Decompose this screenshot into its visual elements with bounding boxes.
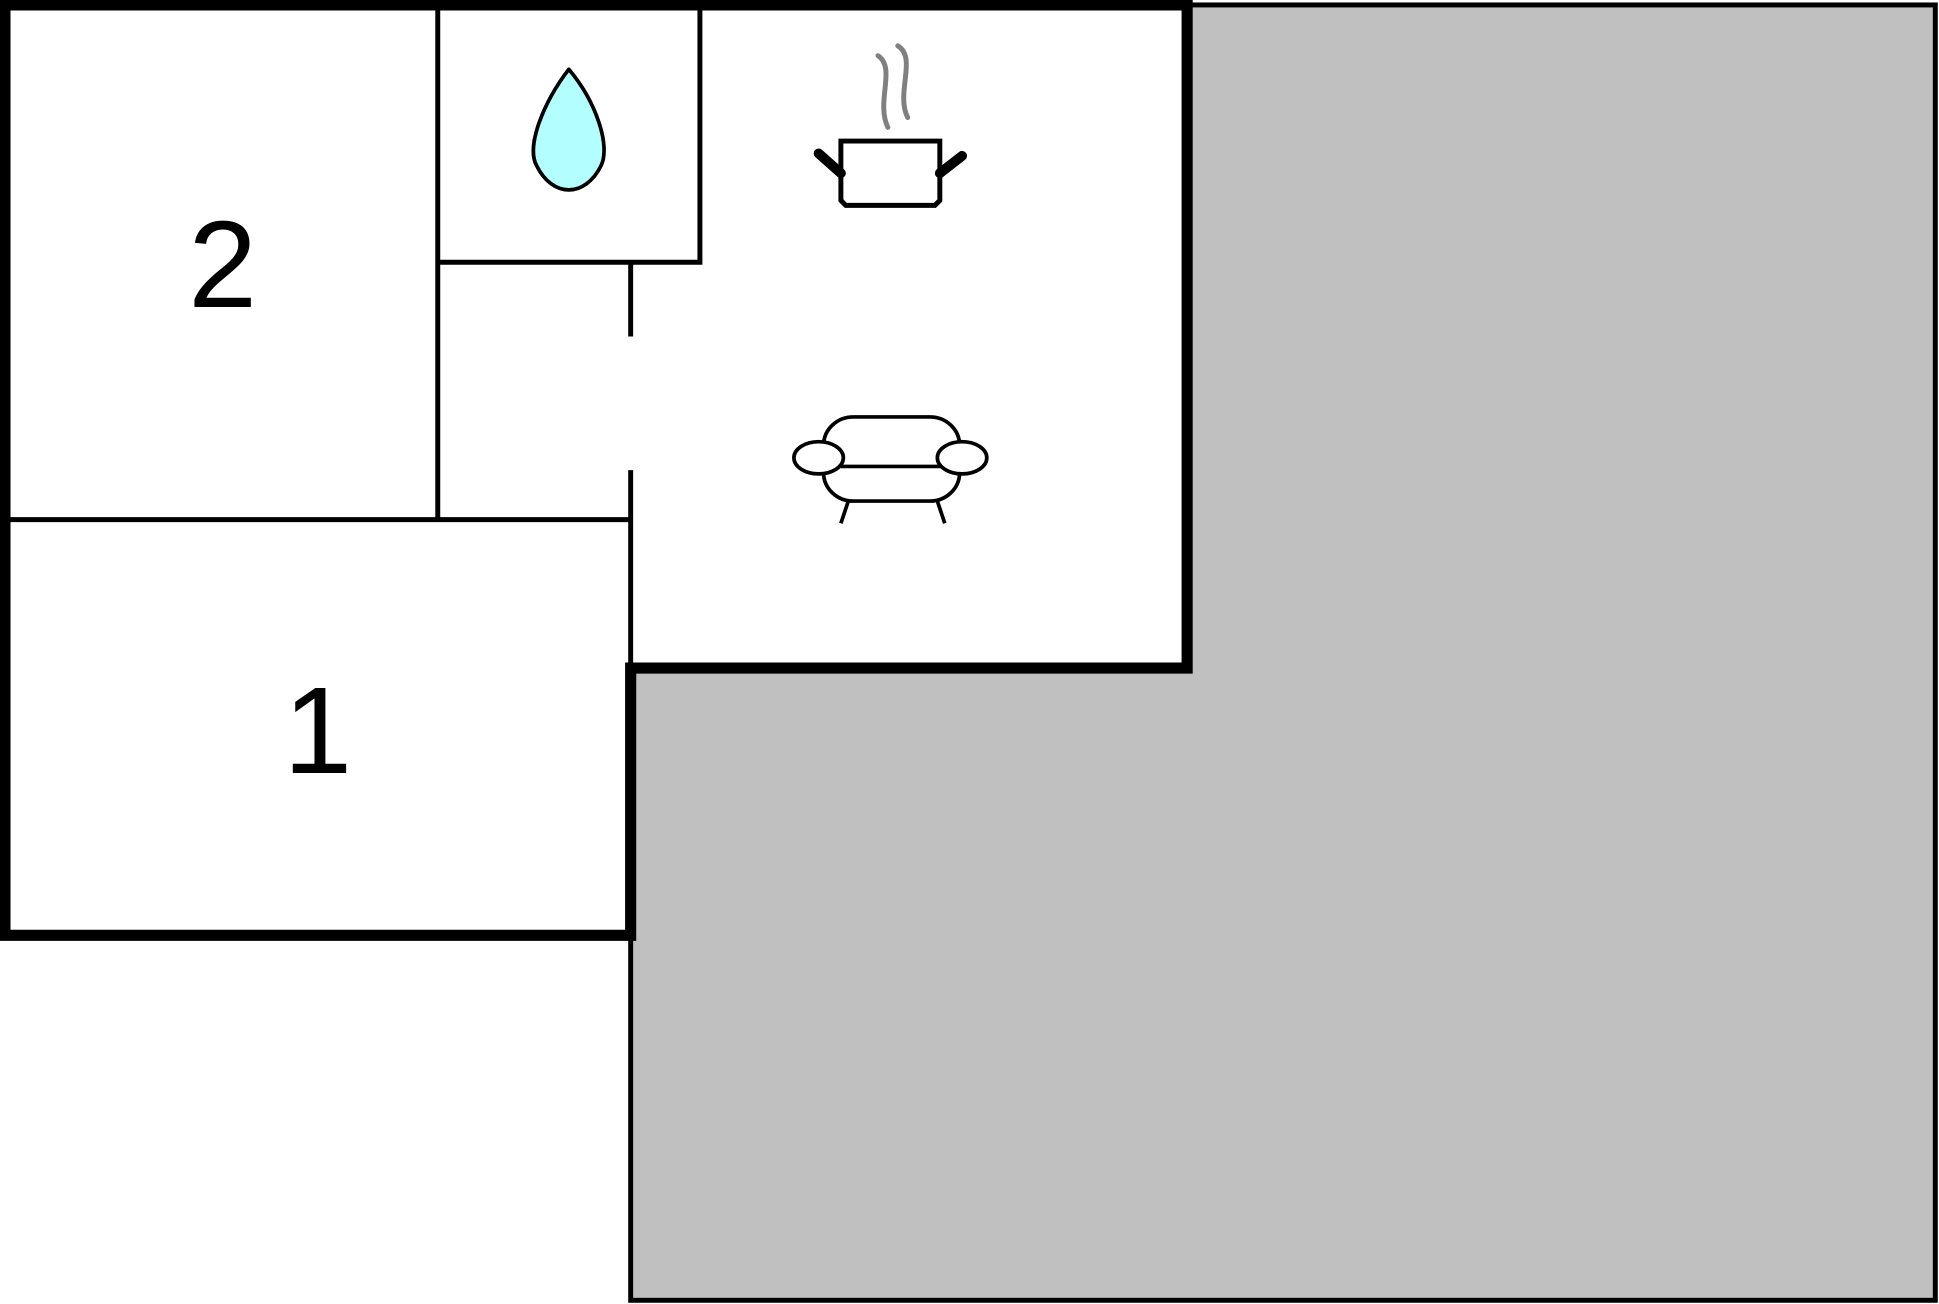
room-1-area [4, 519, 631, 936]
inner-walls [4, 4, 703, 669]
room-label-2: 2 [188, 196, 257, 334]
room-label-1: 1 [283, 662, 352, 800]
sofa-icon [792, 415, 989, 524]
water-drop-icon [531, 67, 606, 192]
cooking-pot-icon [813, 43, 968, 208]
outer-walls [0, 0, 1193, 941]
